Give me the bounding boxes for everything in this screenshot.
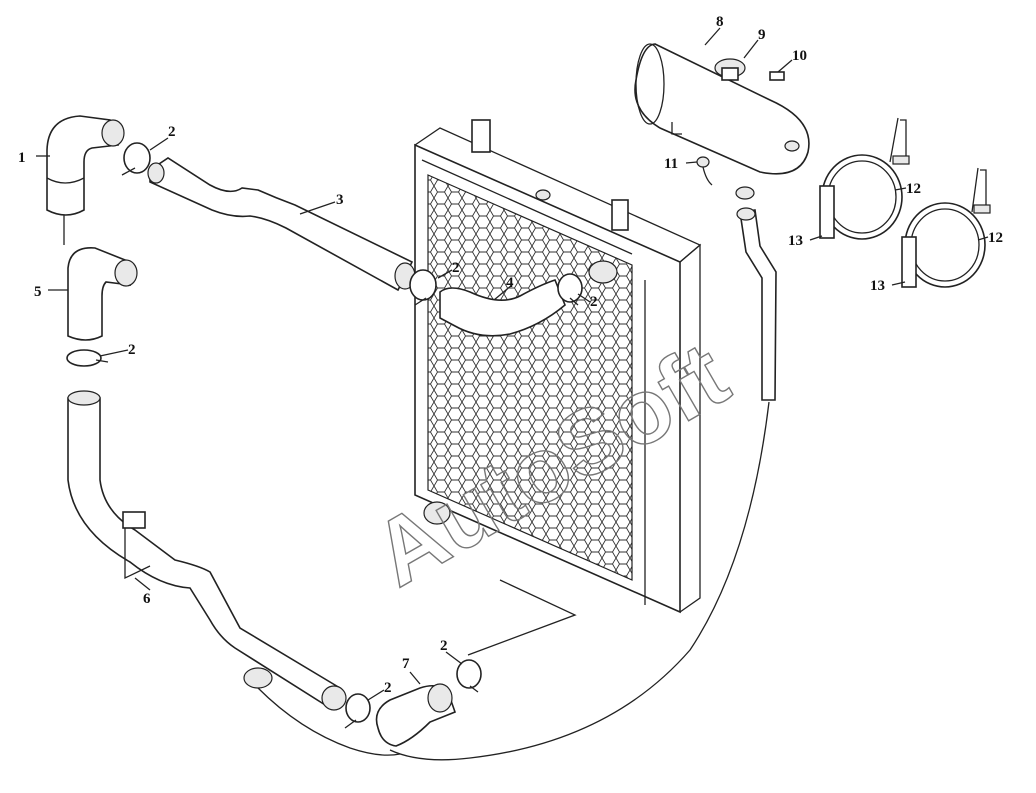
callout-2-c: 2 xyxy=(590,294,598,310)
callout-2-b: 2 xyxy=(452,260,460,276)
radiator-core-mesh xyxy=(427,174,633,581)
callout-2-a: 2 xyxy=(168,124,176,140)
callout-6: 6 xyxy=(143,591,151,607)
callout-4: 4 xyxy=(506,275,514,291)
radiator-connection-hose xyxy=(439,279,566,337)
tank-drain-fitting xyxy=(696,156,710,168)
callout-13-b: 13 xyxy=(870,278,885,294)
leader-lines xyxy=(36,27,989,701)
callout-2-e: 2 xyxy=(384,680,392,696)
clamp-1 xyxy=(123,142,151,174)
elbow-hose-lower xyxy=(67,247,138,341)
elbow-hose-upper xyxy=(46,115,125,245)
radiator-bracket-left xyxy=(471,119,491,153)
clamp-3 xyxy=(557,273,583,303)
callout-3: 3 xyxy=(336,192,344,208)
tank-mounting-strap-1 xyxy=(819,117,910,240)
callout-11: 11 xyxy=(664,156,678,172)
radiator-bracket-right xyxy=(611,199,629,231)
callout-12-a: 12 xyxy=(906,181,921,197)
upper-coolant-pipe xyxy=(147,157,416,292)
expansion-tank xyxy=(634,43,810,200)
overflow-hose xyxy=(257,207,777,761)
radiator-drain-plug xyxy=(535,189,551,201)
tank-vent-fitting xyxy=(769,71,785,81)
clamp-4 xyxy=(66,349,102,367)
radiator-inlet-port xyxy=(588,260,618,284)
radiator xyxy=(414,119,702,614)
radiator-outlet-port xyxy=(423,501,451,525)
callout-9: 9 xyxy=(758,27,766,43)
hose-clamps xyxy=(66,142,583,729)
callout-13-a: 13 xyxy=(788,233,803,249)
tank-mounting-strap-2 xyxy=(901,167,991,288)
lower-pipe-bracket xyxy=(122,511,146,529)
tank-outlet-nipple xyxy=(735,186,755,200)
clamp-6 xyxy=(456,659,482,689)
callout-labels: 1 2 3 2 4 2 5 2 6 7 2 2 8 9 10 11 12 13 … xyxy=(18,14,1003,696)
callout-10: 10 xyxy=(792,48,807,64)
clamp-5 xyxy=(345,693,371,723)
callout-2-f: 2 xyxy=(440,638,448,654)
callout-2-d: 2 xyxy=(128,342,136,358)
callout-8: 8 xyxy=(716,14,724,30)
callout-7: 7 xyxy=(402,656,410,672)
clamp-2 xyxy=(409,269,437,301)
callout-5: 5 xyxy=(34,284,42,300)
callout-12-b: 12 xyxy=(988,230,1003,246)
callout-1: 1 xyxy=(18,150,26,166)
lower-coolant-pipe xyxy=(67,390,347,711)
small-elbow-hose xyxy=(375,683,457,747)
